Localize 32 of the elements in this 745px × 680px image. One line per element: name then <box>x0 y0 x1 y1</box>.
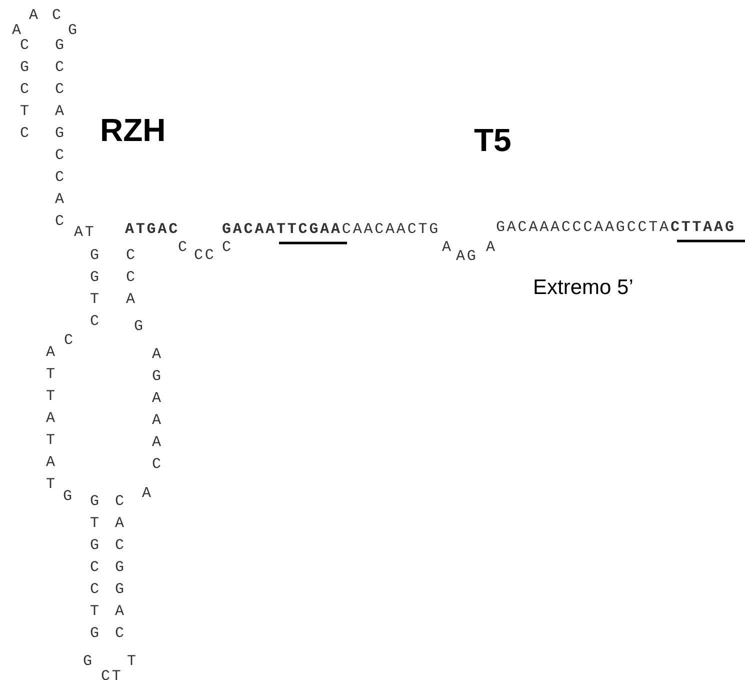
sequence-text: C <box>52 6 63 26</box>
strand-label: T5 <box>474 122 512 159</box>
sequence-text: AG <box>456 247 478 267</box>
sequence-text: A <box>12 21 23 39</box>
end-label: Extremo 5’ <box>533 276 634 300</box>
sequence-text: ATGAC <box>125 220 180 240</box>
sequence-text: C G C T C <box>20 36 32 144</box>
sequence-text: G <box>83 652 94 672</box>
sequence-text: C <box>64 331 75 351</box>
sequence-text: A <box>142 484 153 504</box>
sequence-text: GACAATTCGAACAACAACTG <box>222 220 440 240</box>
sequence-text: C <box>178 238 189 258</box>
sequence-text: G <box>134 317 145 337</box>
sequence-text: T <box>127 652 138 672</box>
sequence-text: C A C G G A C <box>115 492 127 644</box>
sequence-text: GACAAACCCAAGCCTACTTAAG <box>496 218 736 238</box>
sequence-text: A <box>486 238 497 258</box>
sequence-text: CC <box>194 246 216 266</box>
sequence-text: G T G C C T G <box>90 492 102 644</box>
sequence-text: AT <box>74 223 96 243</box>
sequence-text: CT <box>101 667 123 680</box>
sequence-text: A T T A T A T <box>46 343 58 495</box>
sequence-text: A <box>442 238 453 258</box>
strand-label: RZH <box>100 112 166 149</box>
sequence-text: C <box>222 238 233 258</box>
sequence-text: G <box>68 21 79 41</box>
sequence-text: A <box>29 6 40 26</box>
sequence-text: C C A <box>126 246 138 310</box>
sequence-text: G G T C <box>90 246 102 332</box>
sequence-text: G C C A G C C A C <box>55 36 67 232</box>
sequence-text: G <box>63 487 74 507</box>
sequence-text: A G A A A C <box>152 345 164 475</box>
